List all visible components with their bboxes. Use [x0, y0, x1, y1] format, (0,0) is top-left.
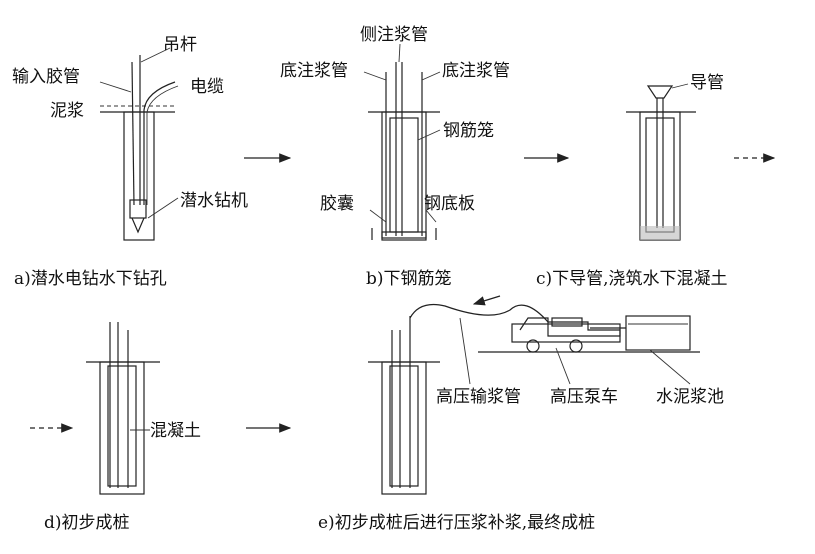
label-side-grout-pipe: 侧注浆管 — [360, 25, 428, 45]
caption-c: c)下导管,浇筑水下混凝土 — [536, 269, 728, 289]
bladder-leader — [369, 209, 387, 223]
label-submersible-drill: 潜水钻机 — [180, 191, 248, 211]
label-cable: 电缆 — [190, 77, 224, 97]
label-bottom-grout-pipe-right: 底注浆管 — [442, 61, 510, 81]
rebar-cage — [389, 365, 419, 487]
label-lifting-rod: 吊杆 — [163, 35, 197, 55]
tremie-hopper — [646, 85, 674, 99]
step-b-cage: 侧注浆管 底注浆管 底注浆管 钢筋笼 胶囊 钢底板 b)下钢筋笼 — [280, 25, 510, 289]
caption-a: a)潜水电钻水下钻孔 — [14, 269, 167, 289]
wheel-rear — [569, 339, 583, 353]
caption-e: e)初步成桩后进行压浆补浆,最终成桩 — [318, 513, 595, 533]
rebar-cage — [389, 117, 419, 233]
label-rebar-cage: 钢筋笼 — [443, 121, 494, 141]
caption-d: d)初步成桩 — [44, 513, 130, 533]
label-input-hose: 输入胶管 — [12, 67, 80, 87]
label-bladder: 胶囊 — [320, 194, 354, 214]
drill-leader — [147, 197, 179, 219]
borehole — [381, 111, 427, 241]
pump-truck — [511, 317, 621, 353]
step-a-drilling: 输入胶管 吊杆 电缆 泥浆 潜水钻机 a)潜水电钻水下钻孔 — [12, 35, 248, 289]
input-hose — [131, 61, 135, 206]
label-steel-base-plate: 钢底板 — [424, 194, 475, 214]
rebar-cage — [645, 117, 675, 233]
pile-body — [381, 361, 427, 495]
rebar-cage — [107, 365, 137, 487]
tank-leader — [649, 349, 691, 385]
flow-arrow — [472, 295, 501, 306]
concrete-bottom — [640, 226, 680, 240]
tremie-leader — [671, 83, 689, 89]
label-slurry-tank: 水泥浆池 — [656, 387, 724, 407]
pile-body — [99, 361, 145, 495]
label-tremie: 导管 — [690, 73, 724, 93]
power-cable — [143, 81, 176, 205]
step-c-tremie: 导管 c)下导管,浇筑水下混凝土 — [536, 73, 728, 289]
rod-leader — [140, 47, 171, 63]
cement-slurry-tank — [625, 315, 691, 351]
cage-leader — [417, 129, 441, 141]
drill-bit — [131, 217, 145, 234]
hose-leader — [99, 81, 132, 93]
bottom-pipe-left-leader — [363, 71, 387, 81]
label-pump-truck: 高压泵车 — [550, 387, 618, 407]
side-pipe-leader — [398, 43, 401, 63]
plate-leader — [425, 209, 437, 223]
power-cable-outer — [146, 85, 179, 205]
steel-base-plate — [381, 231, 427, 239]
borehole — [123, 111, 155, 241]
step-d-initial-pile: 混凝土 d)初步成桩 — [44, 322, 201, 533]
bottom-pipe-right-leader — [421, 71, 441, 81]
wheel-front — [526, 339, 540, 353]
hp-pipe-leader — [459, 317, 471, 385]
label-concrete: 混凝土 — [150, 421, 201, 441]
caption-b: b)下钢筋笼 — [366, 269, 452, 289]
label-mud: 泥浆 — [50, 101, 84, 121]
high-pressure-hose — [409, 303, 549, 323]
step-e-final-pile: 高压输浆管 高压泵车 水泥浆池 e)初步成桩后进行压浆补浆,最终成桩 — [318, 295, 724, 533]
drill-body — [129, 199, 147, 219]
label-bottom-grout-pipe-left: 底注浆管 — [280, 61, 348, 81]
truck-leader — [555, 347, 571, 385]
label-high-pressure-pipe: 高压输浆管 — [436, 387, 521, 407]
